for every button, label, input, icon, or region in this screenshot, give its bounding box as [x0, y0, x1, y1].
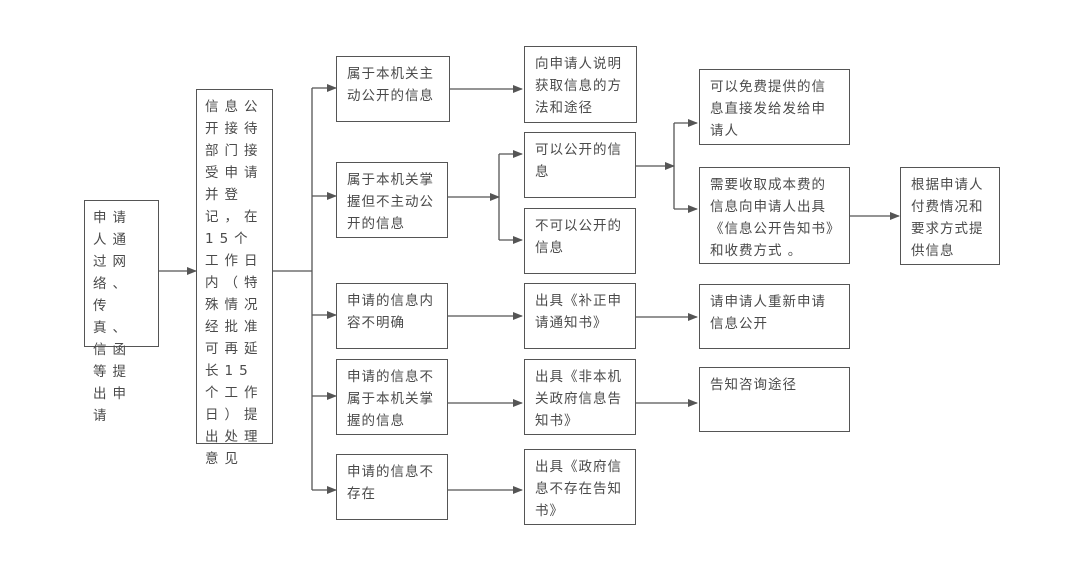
- node-inform-channel-text: 告知咨询途径: [710, 377, 797, 393]
- node-not-exist-notice-text: 出具《政府信息不存在告知书》: [535, 459, 622, 519]
- node-not-exist-notice: 出具《政府信息不存在告知书》: [524, 449, 636, 525]
- node-held-not-active: 属于本机关掌握但不主动公开的信息: [336, 162, 448, 238]
- node-can-disclose: 可以公开的信息: [524, 132, 636, 198]
- node-fee-required-text: 需要收取成本费的信息向申请人出具《信息公开告知书》和收费方式 。: [710, 177, 834, 259]
- node-provide-by-payment: 根据申请人付费情况和要求方式提供信息: [900, 167, 1000, 265]
- node-apply-text: 申请人通过网络、传真、信函等提出申请: [93, 210, 132, 424]
- node-explain-method: 向申请人说明获取信息的方法和途径: [524, 46, 637, 123]
- node-active-disclosure-text: 属于本机关主动公开的信息: [347, 66, 434, 104]
- node-register: 信息公开接待部门接受申请并登记，在15个工作日内（特殊情况经批准可再延长15个工…: [196, 89, 273, 467]
- node-supplement-notice: 出具《补正申请通知书》: [524, 283, 636, 349]
- node-held-not-active-text: 属于本机关掌握但不主动公开的信息: [347, 172, 434, 232]
- node-not-held: 申请的信息不属于本机关掌握的信息: [336, 359, 448, 435]
- node-supplement-notice-text: 出具《补正申请通知书》: [535, 293, 622, 331]
- node-fee-required: 需要收取成本费的信息向申请人出具《信息公开告知书》和收费方式 。: [699, 167, 850, 264]
- node-apply: 申请人通过网络、传真、信函等提出申请: [84, 200, 159, 424]
- node-active-disclosure: 属于本机关主动公开的信息: [336, 56, 450, 122]
- node-cannot-disclose-text: 不可以公开的信息: [535, 218, 622, 256]
- node-not-held-text: 申请的信息不属于本机关掌握的信息: [347, 369, 434, 429]
- node-free-provide: 可以免费提供的信息直接发给发给申请人: [699, 69, 850, 145]
- node-reapply-text: 请申请人重新申请信息公开: [710, 294, 826, 332]
- node-unclear: 申请的信息内容不明确: [336, 283, 448, 349]
- node-can-disclose-text: 可以公开的信息: [535, 142, 622, 180]
- node-unclear-text: 申请的信息内容不明确: [347, 293, 434, 331]
- node-not-exist: 申请的信息不存在: [336, 454, 448, 520]
- node-not-exist-text: 申请的信息不存在: [347, 464, 434, 502]
- node-provide-by-payment-text: 根据申请人付费情况和要求方式提供信息: [911, 177, 984, 259]
- node-reapply: 请申请人重新申请信息公开: [699, 284, 850, 349]
- node-inform-channel: 告知咨询途径: [699, 367, 850, 432]
- node-free-provide-text: 可以免费提供的信息直接发给发给申请人: [710, 79, 826, 139]
- node-cannot-disclose: 不可以公开的信息: [524, 208, 636, 274]
- node-non-agency-notice-text: 出具《非本机关政府信息告知书》: [535, 369, 622, 429]
- node-register-text: 信息公开接待部门接受申请并登记，在15个工作日内（特殊情况经批准可再延长15个工…: [205, 99, 264, 467]
- node-explain-method-text: 向申请人说明获取信息的方法和途径: [535, 56, 622, 116]
- node-non-agency-notice: 出具《非本机关政府信息告知书》: [524, 359, 636, 435]
